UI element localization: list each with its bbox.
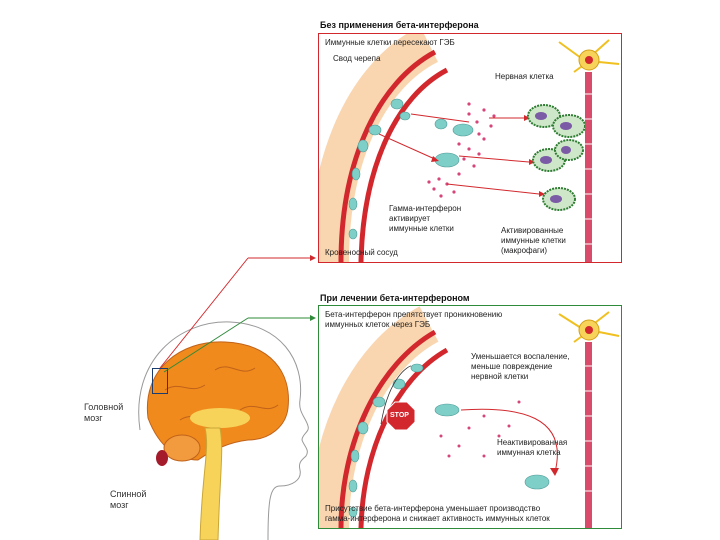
label-blood-vessel: Кровеносный сосуд [325, 248, 398, 257]
label-activated-cells: Активированные иммунные клетки (макрофаг… [501, 226, 566, 255]
label-beta-interferon: Бета-интерферон препятствует проникновен… [325, 310, 503, 329]
bottom-panel: STOP Бета-интерферон препятствует проник… [318, 305, 622, 529]
brain-selection-box [152, 368, 168, 394]
top-panel-title: Без применения бета-интерферона [320, 20, 479, 30]
label-immune-cross: Иммунные клетки пересекают ГЭБ [325, 38, 455, 47]
stop-sign [386, 401, 416, 431]
label-inactivated-cell: Неактивированная иммунная клетка [497, 438, 568, 457]
stop-sign-label: STOP [390, 412, 409, 419]
bottom-panel-title: При лечении бета-интерфероном [320, 293, 470, 303]
label-nerve-cell: Нервная клетка [495, 72, 554, 81]
brain-shape [146, 341, 289, 461]
label-presence-beta: Присутствие бета-интерферона уменьшает п… [325, 504, 550, 523]
label-gamma-interferon: Гамма-интерферон активирует иммунные кле… [389, 204, 462, 233]
top-panel: Иммунные клетки пересекают ГЭБ Свод чере… [318, 33, 622, 263]
label-reduced-inflammation: Уменьшается воспаление, меньше поврежден… [471, 352, 570, 381]
head-illustration [120, 300, 320, 540]
label-skull: Свод черепа [333, 54, 381, 63]
